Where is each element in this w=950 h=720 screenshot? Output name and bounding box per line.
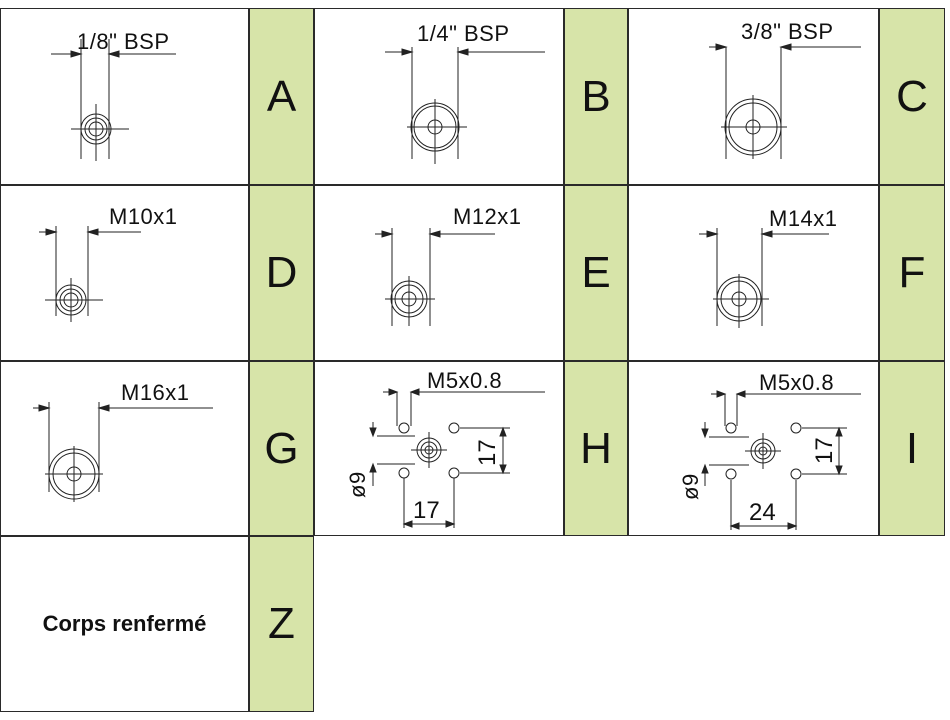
- thread-label-a: 1/8" BSP: [77, 29, 170, 54]
- option-letter-e: E: [564, 185, 628, 361]
- port-drawing-b: 1/4" BSP: [315, 21, 564, 185]
- port-cell-d: M10x1: [0, 185, 249, 361]
- port-cell-a: 1/8" BSP: [0, 8, 249, 185]
- port-drawing-a: 1/8" BSP: [1, 29, 249, 185]
- dim-diameter-i: ø9: [678, 473, 703, 500]
- option-letter-b: B: [564, 8, 628, 185]
- thread-label-c: 3/8" BSP: [741, 19, 834, 44]
- port-drawing-g: M16x1: [1, 380, 249, 536]
- dim-vertical-i: 17: [811, 437, 838, 464]
- port-cell-c: 3/8" BSP: [628, 8, 879, 185]
- port-drawing-e: M12x1: [315, 204, 522, 361]
- option-letter-z: Z: [249, 536, 314, 712]
- port-cell-z: Corps renfermé: [0, 536, 249, 712]
- option-letter-h: H: [564, 361, 628, 536]
- port-drawing-f: M14x1: [629, 206, 838, 361]
- dim-horizontal-i: 24: [749, 499, 776, 526]
- port-drawing-i: M5x0.8 24 17 ø9: [678, 370, 879, 536]
- port-drawing-h: M5x0.8 17 17 ø9: [345, 368, 564, 536]
- thread-label-b: 1/4" BSP: [417, 21, 510, 46]
- option-letter-i: I: [879, 361, 945, 536]
- port-cell-e: M12x1: [314, 185, 564, 361]
- dim-vertical-h: 17: [474, 439, 501, 466]
- closed-body-label: Corps renfermé: [42, 611, 207, 636]
- option-letter-a: A: [249, 8, 314, 185]
- thread-label-i: M5x0.8: [759, 370, 834, 395]
- port-cell-g: M16x1: [0, 361, 249, 536]
- option-letter-d: D: [249, 185, 314, 361]
- port-cell-f: M14x1: [628, 185, 879, 361]
- port-drawing-c: 3/8" BSP: [629, 19, 879, 185]
- thread-label-g: M16x1: [121, 380, 190, 405]
- option-letter-c: C: [879, 8, 945, 185]
- option-letter-f: F: [879, 185, 945, 361]
- dim-horizontal-h: 17: [413, 497, 440, 524]
- thread-label-e: M12x1: [453, 204, 522, 229]
- thread-label-d: M10x1: [109, 204, 178, 229]
- dim-diameter-h: ø9: [345, 471, 370, 498]
- port-cell-i: M5x0.8 24 17 ø9: [628, 361, 879, 536]
- port-drawing-d: M10x1: [1, 204, 178, 361]
- thread-label-f: M14x1: [769, 206, 838, 231]
- port-cell-h: M5x0.8 17 17 ø9: [314, 361, 564, 536]
- thread-label-h: M5x0.8: [427, 368, 502, 393]
- port-cell-b: 1/4" BSP: [314, 8, 564, 185]
- option-letter-g: G: [249, 361, 314, 536]
